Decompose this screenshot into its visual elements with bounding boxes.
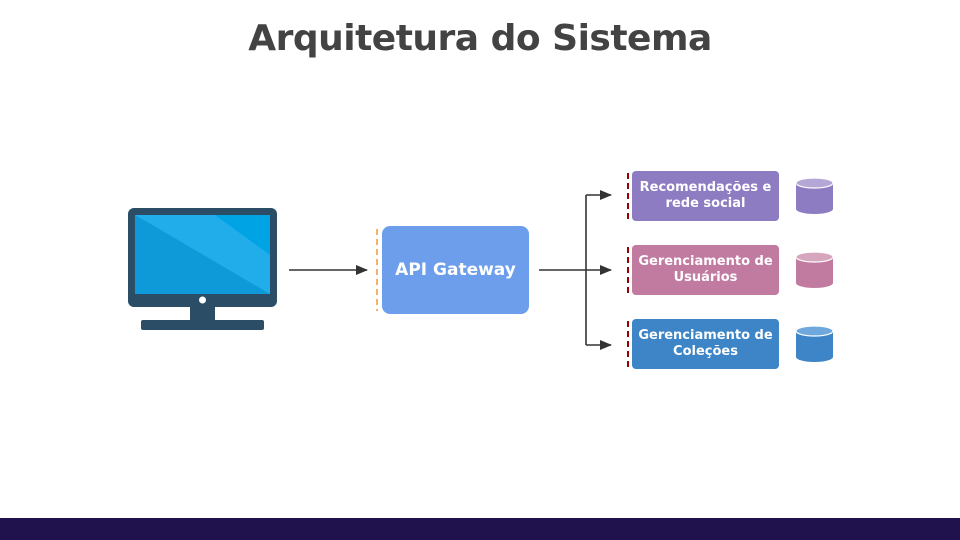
service-colecoes-node: Gerenciamento de Coleções	[632, 319, 779, 369]
service-recomendacoes-node: Recomendações e rede social	[632, 171, 779, 221]
service-usuarios-node: Gerenciamento de Usuários	[632, 245, 779, 295]
database-icon	[795, 325, 834, 362]
footer-bar	[0, 518, 960, 540]
database-icon	[795, 251, 834, 288]
desktop-monitor-icon	[128, 208, 277, 330]
gateway-to-services-connector	[539, 195, 587, 345]
api-gateway-node: API Gateway	[382, 226, 529, 314]
database-icon	[795, 177, 834, 214]
slide-title: Arquitetura do Sistema	[248, 18, 712, 59]
